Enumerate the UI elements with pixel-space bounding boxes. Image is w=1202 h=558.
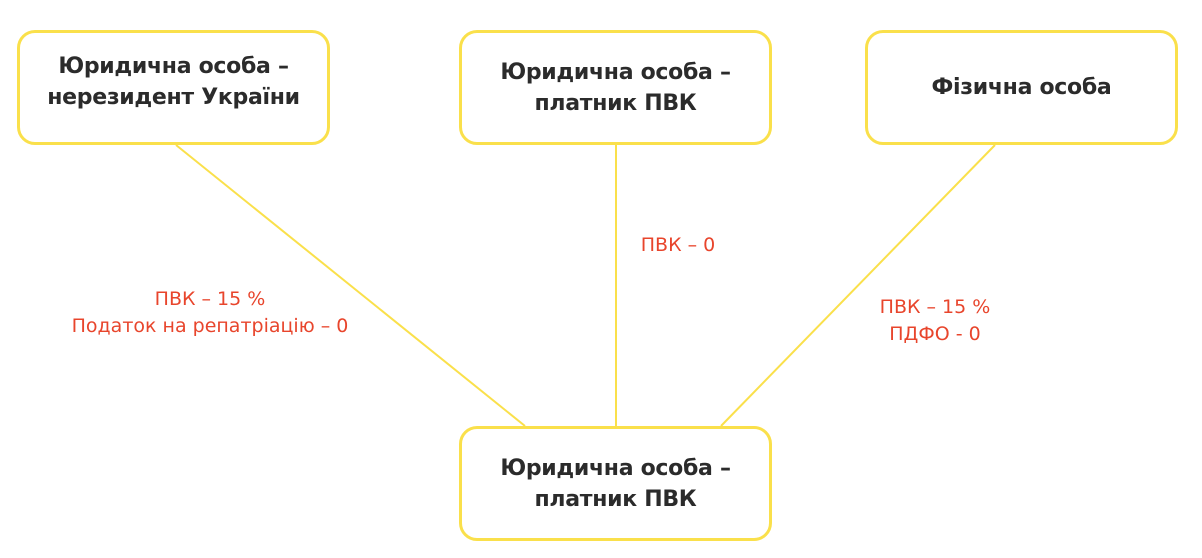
- connector-nonresident-to-payer: [175, 144, 526, 427]
- edge-label-individual-line1: ПВК – 15 %: [879, 296, 991, 318]
- edge-label-nonresident-line1: ПВК – 15 %: [154, 288, 266, 310]
- node-nonresident-line2: нерезидент України: [47, 84, 300, 110]
- edge-label-individual-line2: ПДФО - 0: [889, 323, 981, 345]
- node-nonresident-legal-entity: Юридична особа – нерезидент України: [17, 30, 330, 145]
- node-payer-legal-entity-top: Юридична особа – платник ПВК: [459, 30, 772, 145]
- node-payer-top-line1: Юридична особа –: [500, 59, 731, 85]
- node-payer-bottom-line1: Юридична особа –: [500, 455, 731, 481]
- node-nonresident-line1: Юридична особа –: [58, 53, 289, 79]
- node-individual-line1: Фізична особа: [931, 75, 1112, 100]
- edge-label-payer-top: ПВК – 0: [608, 232, 748, 259]
- connector-individual-to-payer: [720, 144, 996, 427]
- node-payer-top-line2: платник ПВК: [534, 90, 697, 116]
- node-individual: Фізична особа: [865, 30, 1178, 145]
- edge-label-nonresident: ПВК – 15 % Податок на репатріацію – 0: [60, 286, 360, 340]
- edge-label-payer-top-line1: ПВК – 0: [640, 234, 716, 256]
- edge-label-individual: ПВК – 15 % ПДФО - 0: [835, 294, 1035, 348]
- node-payer-bottom-line2: платник ПВК: [534, 486, 697, 512]
- edge-label-nonresident-line2: Податок на репатріацію – 0: [71, 315, 349, 337]
- node-payer-legal-entity-bottom: Юридична особа – платник ПВК: [459, 426, 772, 541]
